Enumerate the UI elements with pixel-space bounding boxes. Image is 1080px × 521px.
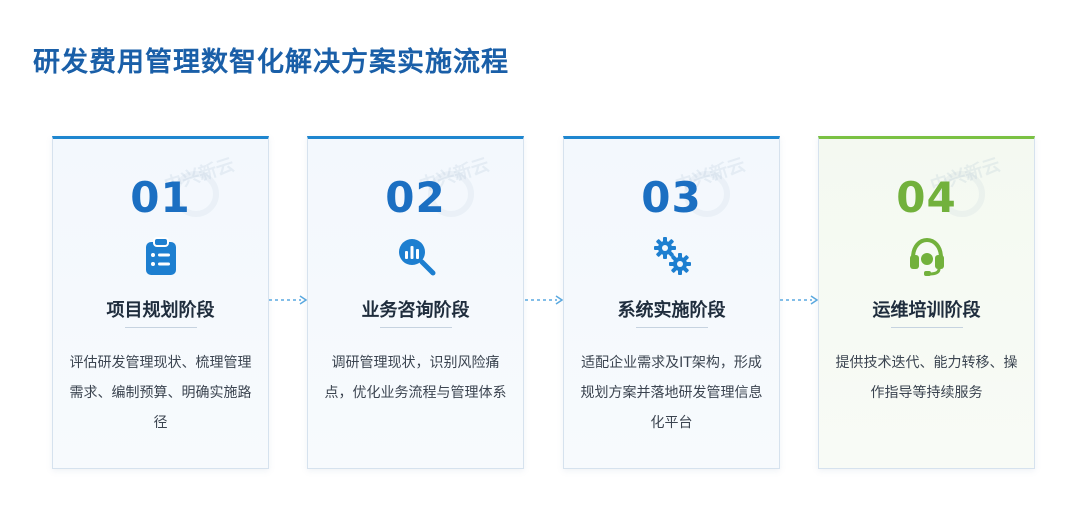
title-divider [379, 327, 452, 328]
step-number: 01 [130, 173, 191, 222]
magnifier-chart-icon [394, 234, 438, 278]
watermark-logo [428, 171, 474, 217]
gears-icon [650, 234, 694, 278]
step-title: 运维培训阶段 [872, 300, 981, 321]
step-card-2: 中兴新云 02 业务咨询阶段 调研管理现状，识别风险痛点，优化业务流程与管理体系 [307, 136, 524, 469]
flow-arrow [524, 294, 564, 306]
step-description: 适配企业需求及IT架构，形成规划方案并落地研发管理信息化平台 [580, 355, 763, 431]
title-divider [124, 327, 197, 328]
step-description: 提供技术迭代、能力转移、操作指导等持续服务 [835, 355, 1018, 401]
clipboard-list-icon [139, 234, 183, 278]
step-title: 系统实施阶段 [617, 300, 726, 321]
step-description: 评估研发管理现状、梳理管理需求、编制预算、明确实施路径 [69, 355, 252, 431]
step-description: 调研管理现状，识别风险痛点，优化业务流程与管理体系 [324, 355, 507, 401]
step-card-3: 中兴新云 03 系统实施阶段 适配企业需求及IT架构，形成规划方案并落地研发管理… [563, 136, 780, 469]
title-divider [635, 327, 708, 328]
page-title: 研发费用管理数智化解决方案实施流程 [33, 47, 509, 78]
headset-icon [905, 234, 949, 278]
watermark-logo [684, 171, 730, 217]
step-number: 04 [896, 173, 957, 222]
step-title: 项目规划阶段 [106, 300, 215, 321]
step-card-4: 中兴新云 04 运维培训阶段 提供技术迭代、能力转移、操作指导等持续服务 [818, 136, 1035, 469]
flow-arrow [779, 294, 819, 306]
step-title: 业务咨询阶段 [361, 300, 470, 321]
title-divider [890, 327, 963, 328]
watermark-logo [173, 171, 219, 217]
step-card-1: 中兴新云 01 项目规划阶段 评估研发管理现状、梳理管理需求、编制预算、明确实施… [52, 136, 269, 469]
flow-arrow [268, 294, 308, 306]
step-number: 02 [385, 173, 446, 222]
watermark-logo [939, 171, 985, 217]
step-number: 03 [641, 173, 702, 222]
